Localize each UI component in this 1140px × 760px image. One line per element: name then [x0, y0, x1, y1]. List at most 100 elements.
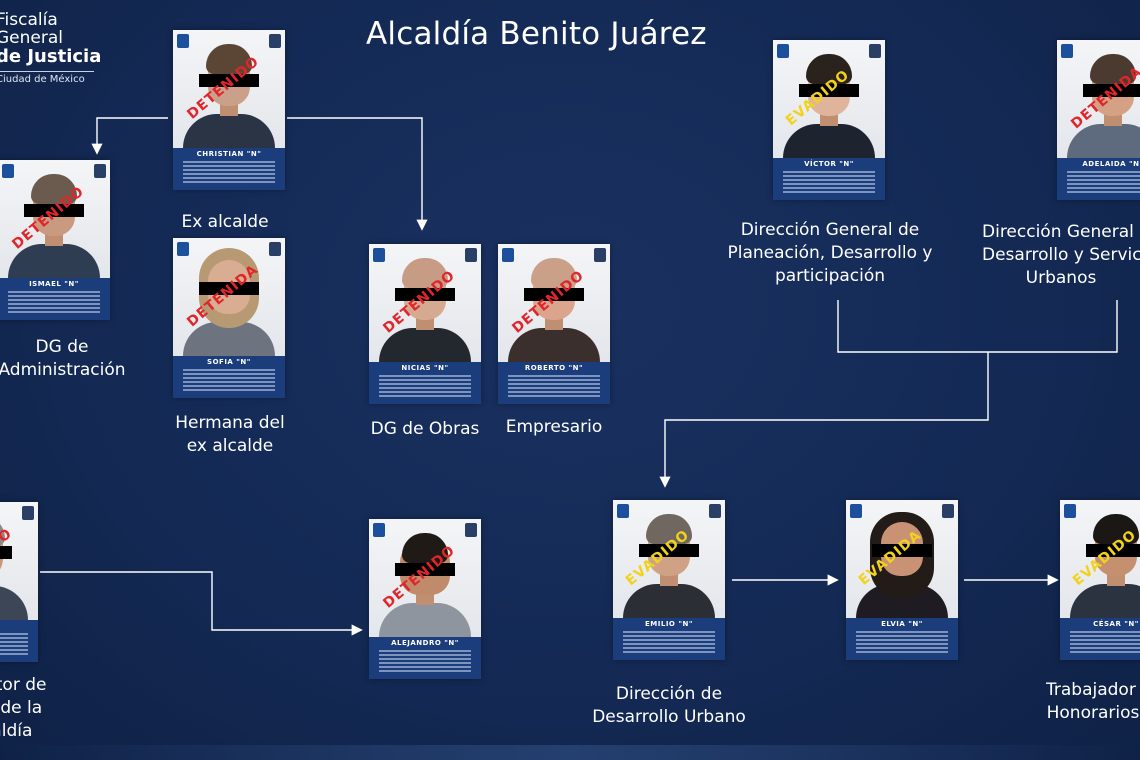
fgj-logo: Fiscalía General de Justicia Ciudad de M… — [0, 10, 102, 85]
role-label-adelaida: Dirección General de Desarrollo y Servic… — [982, 222, 1140, 288]
fgj-badge-icon — [617, 504, 629, 518]
person-card-roberto: DETENIDO ROBERTO "N" — [498, 244, 610, 404]
photo-elvia: EVADIDA — [846, 500, 958, 618]
card-name: CHRISTIAN "N" — [196, 150, 262, 158]
fgj-badge-icon — [177, 242, 189, 256]
cdmx-badge-icon — [594, 248, 606, 262]
legal-fine-print — [183, 369, 275, 393]
legal-fine-print — [379, 650, 471, 674]
legal-fine-print — [783, 171, 875, 195]
fgj-badge-icon — [177, 34, 189, 48]
photo-emilio: EVADIDO — [613, 500, 725, 618]
connector-direcciones-split — [837, 300, 1118, 353]
cdmx-badge-icon — [22, 506, 34, 520]
legal-fine-print — [8, 291, 100, 315]
censor-bar — [872, 544, 932, 557]
fgj-badge-icon — [777, 44, 789, 58]
card-name: EMILIO "N" — [645, 620, 693, 628]
card-name: SOFIA "N" — [207, 358, 251, 366]
card-name: ELVIA "N" — [881, 620, 923, 628]
censor-bar — [395, 288, 455, 301]
person-card-ismael: DETENIDO ISMAEL "N" — [0, 160, 110, 320]
photo-christian: DETENIDO — [173, 30, 285, 148]
censor-bar — [799, 84, 859, 97]
person-card-director-area: DETENIDO — [0, 502, 38, 662]
legal-fine-print — [379, 375, 471, 399]
censor-bar — [199, 282, 259, 295]
connector-christian-ismael — [91, 117, 168, 155]
fgj-badge-icon — [1061, 44, 1073, 58]
logo-line-1: Fiscalía — [0, 10, 58, 30]
connector-direcciones-emilio — [659, 352, 989, 488]
role-label-nicias: DG de Obras — [370, 419, 480, 439]
censor-bar — [639, 544, 699, 557]
fgj-badge-icon — [373, 523, 385, 537]
fgj-badge-icon — [1064, 504, 1076, 518]
legal-fine-print — [183, 161, 275, 185]
card-name: ISMAEL "N" — [29, 280, 79, 288]
photo-nicias: DETENIDO — [369, 244, 481, 362]
legal-fine-print — [0, 633, 28, 657]
connector-director-alejandro — [40, 571, 363, 636]
role-label-ismael: DG de Administración — [0, 337, 126, 380]
photo-adelaida: DETENIDA — [1057, 40, 1140, 158]
person-card-alejandro: DETENIDO ALEJANDRO "N" — [369, 519, 481, 679]
card-name: NICIAS "N" — [401, 364, 449, 372]
censor-bar — [1086, 544, 1140, 557]
person-card-christian: DETENIDO CHRISTIAN "N" — [173, 30, 285, 190]
role-label-victor: Dirección General de Planeación, Desarro… — [727, 220, 933, 286]
bottom-glow — [0, 745, 1140, 760]
legal-fine-print — [508, 375, 600, 399]
fgj-badge-icon — [373, 248, 385, 262]
legal-fine-print — [1070, 631, 1140, 655]
fgj-badge-icon — [2, 164, 14, 178]
legal-fine-print — [1067, 171, 1140, 195]
card-name: ADELAIDA "N" — [1082, 160, 1140, 168]
fgj-badge-icon — [502, 248, 514, 262]
card-name: ROBERTO "N" — [524, 364, 584, 372]
card-name: VÍCTOR "N" — [804, 160, 854, 168]
legal-fine-print — [856, 631, 948, 655]
censor-bar — [1083, 84, 1140, 97]
logo-line-4: Ciudad de México — [0, 73, 85, 85]
fgj-badge-icon — [850, 504, 862, 518]
cdmx-badge-icon — [465, 248, 477, 262]
cdmx-badge-icon — [942, 504, 954, 518]
person-card-cesar: EVADIDO CÉSAR "N" — [1060, 500, 1140, 660]
censor-bar — [199, 74, 259, 87]
photo-sofia: DETENIDA — [173, 238, 285, 356]
logo-line-3: de Justicia — [0, 45, 102, 67]
cdmx-badge-icon — [94, 164, 106, 178]
logo-line-2: General — [0, 27, 63, 48]
person-card-elvia: EVADIDA ELVIA "N" — [846, 500, 958, 660]
role-label-roberto: Empresario — [505, 417, 603, 437]
cdmx-badge-icon — [465, 523, 477, 537]
connector-christian-obras — [287, 117, 428, 231]
role-label-sofia: Hermana del ex alcalde — [175, 413, 285, 456]
person-card-adelaida: DETENIDA ADELAIDA "N" — [1057, 40, 1140, 200]
cdmx-badge-icon — [869, 44, 881, 58]
photo-alejandro: DETENIDO — [369, 519, 481, 637]
person-card-emilio: EVADIDO EMILIO "N" — [613, 500, 725, 660]
legal-fine-print — [623, 631, 715, 655]
logo-divider — [0, 70, 94, 72]
card-name: ALEJANDRO "N" — [391, 639, 459, 647]
photo-ismael: DETENIDO — [0, 160, 110, 278]
page-title: Alcaldía Benito Juárez — [366, 16, 707, 52]
role-label-emilio: Dirección de Desarrollo Urbano — [592, 684, 746, 727]
photo-director-area: DETENIDO — [0, 502, 38, 620]
cdmx-badge-icon — [269, 34, 281, 48]
censor-bar — [395, 563, 455, 576]
censor-bar — [0, 546, 12, 559]
person-card-nicias: DETENIDO NICIAS "N" — [369, 244, 481, 404]
cdmx-badge-icon — [709, 504, 721, 518]
photo-roberto: DETENIDO — [498, 244, 610, 362]
role-label-director-area: Director de Área de la Alcaldía — [0, 675, 47, 741]
card-name: CÉSAR "N" — [1093, 620, 1139, 628]
photo-victor: EVADIDO — [773, 40, 885, 158]
cdmx-badge-icon — [269, 242, 281, 256]
photo-cesar: EVADIDO — [1060, 500, 1140, 618]
censor-bar — [24, 204, 84, 217]
